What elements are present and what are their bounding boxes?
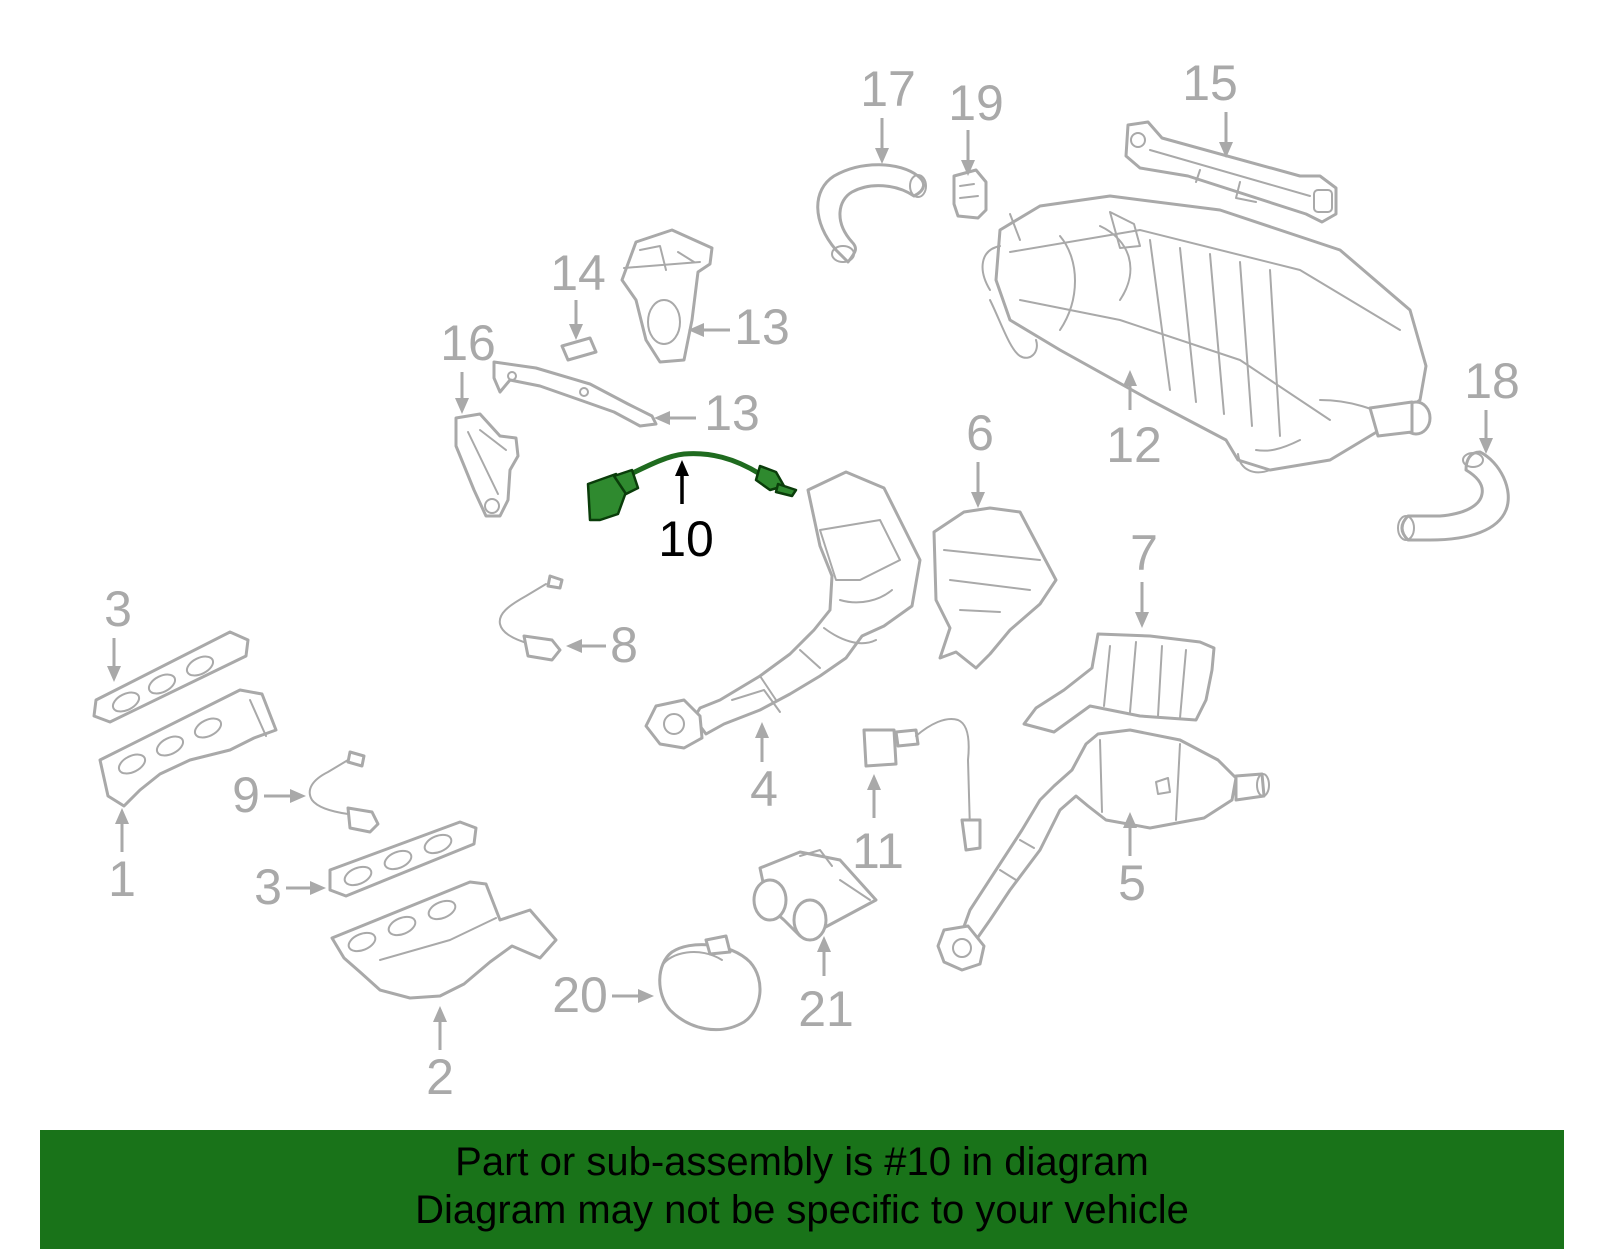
banner-line-1: Part or sub-assembly is #10 in diagram: [455, 1140, 1149, 1184]
callout-17: 15: [1182, 55, 1238, 158]
svg-text:13: 13: [734, 299, 790, 355]
exhaust-parts-diagram: 15 17 19 12: [92, 55, 1520, 1105]
svg-text:17: 17: [860, 61, 916, 117]
part-18-tailpipe-top[interactable]: [816, 163, 927, 264]
callout-18-top: 17: [860, 61, 916, 164]
part-9-oxygen-sensor[interactable]: [308, 750, 380, 834]
callout-7: 7: [1130, 525, 1158, 628]
callout-3-lower: 3: [254, 859, 326, 915]
banner-line-2: Diagram may not be specific to your vehi…: [415, 1188, 1189, 1232]
callout-11: 11: [852, 774, 904, 879]
part-19-insulator[interactable]: [952, 168, 988, 220]
svg-text:6: 6: [966, 405, 994, 461]
callout-4: 4: [750, 722, 778, 817]
callout-16: 16: [440, 315, 496, 414]
part-3-gasket-upper[interactable]: [92, 630, 250, 724]
part-11-oxygen-sensor[interactable]: [862, 718, 982, 852]
callout-5: 5: [1118, 812, 1146, 911]
svg-text:3: 3: [254, 859, 282, 915]
part-5-catalytic-converter[interactable]: [936, 728, 1270, 972]
callout-6: 6: [966, 405, 994, 508]
callout-14: 13: [654, 385, 760, 441]
callout-13: 13: [688, 299, 790, 355]
svg-text:16: 16: [440, 315, 496, 371]
svg-text:18: 18: [1464, 353, 1520, 409]
svg-text:1: 1: [108, 851, 136, 907]
callout-10: 10: [658, 460, 714, 567]
part-3-gasket-lower[interactable]: [328, 820, 478, 898]
callout-2: 2: [426, 1006, 454, 1105]
part-1-exhaust-manifold[interactable]: [98, 688, 278, 808]
svg-text:11: 11: [852, 823, 904, 879]
svg-text:21: 21: [798, 981, 854, 1037]
svg-text:4: 4: [750, 761, 778, 817]
callout-20: 20: [552, 967, 654, 1023]
part-6-heat-shield[interactable]: [932, 506, 1058, 670]
svg-text:5: 5: [1118, 855, 1146, 911]
callout-12: 12: [1106, 370, 1162, 473]
svg-text:20: 20: [552, 967, 608, 1023]
info-banner: Part or sub-assembly is #10 in diagram D…: [40, 1130, 1564, 1249]
svg-text:8: 8: [610, 617, 638, 673]
part-10-oxygen-sensor-highlighted[interactable]: [586, 451, 798, 522]
svg-text:19: 19: [948, 75, 1004, 131]
callout-15: 14: [550, 245, 606, 340]
part-18-tailpipe-right[interactable]: [1397, 450, 1510, 542]
part-8-oxygen-sensor[interactable]: [498, 574, 564, 662]
part-16-hanger-bracket[interactable]: [454, 412, 520, 518]
svg-text:13: 13: [704, 385, 760, 441]
part-15-clip[interactable]: [560, 336, 598, 362]
part-2-exhaust-manifold[interactable]: [330, 880, 558, 1000]
part-20-exhaust-tip[interactable]: [658, 934, 762, 1032]
callout-3-upper: 3: [104, 581, 132, 682]
svg-text:10: 10: [658, 511, 714, 567]
svg-text:15: 15: [1182, 55, 1238, 111]
part-12-muffler[interactable]: [981, 194, 1432, 474]
part-14-support-bracket[interactable]: [492, 360, 658, 428]
part-13-hanger-bracket[interactable]: [620, 228, 714, 364]
part-17-support-bar[interactable]: [1124, 120, 1338, 224]
callout-9: 9: [232, 767, 306, 823]
callout-1: 1: [108, 808, 136, 907]
svg-text:2: 2: [426, 1049, 454, 1105]
svg-text:7: 7: [1130, 525, 1158, 581]
svg-text:3: 3: [104, 581, 132, 637]
part-7-heat-shield[interactable]: [1022, 632, 1216, 734]
callout-21: 21: [798, 936, 854, 1037]
part-4-front-pipe-converter[interactable]: [644, 470, 922, 750]
svg-text:9: 9: [232, 767, 260, 823]
callout-18-right: 18: [1464, 353, 1520, 454]
svg-text:14: 14: [550, 245, 606, 301]
callout-19: 19: [948, 75, 1004, 176]
callout-8: 8: [566, 617, 638, 673]
svg-text:12: 12: [1106, 417, 1162, 473]
part-21-dual-exhaust-tip[interactable]: [752, 849, 878, 942]
